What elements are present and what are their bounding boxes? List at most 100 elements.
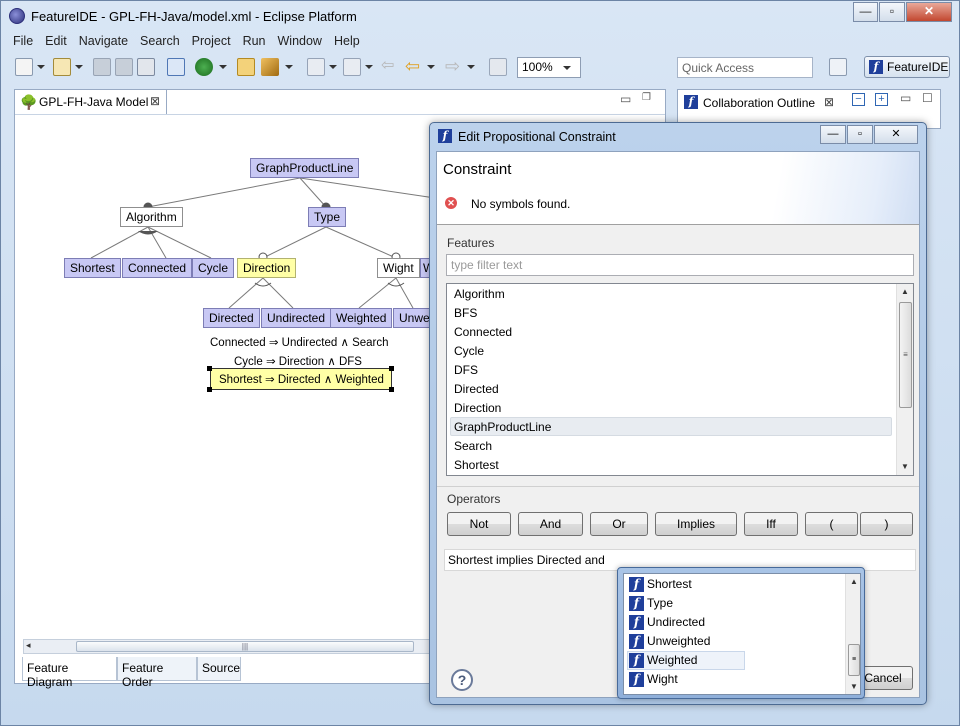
filter-input[interactable]: type filter text [446,254,914,276]
wand-icon[interactable] [261,58,279,76]
maximize-icon[interactable]: ❐ [642,92,651,103]
run-icon[interactable] [195,58,213,76]
outline-title[interactable]: Collaboration Outline [703,96,816,110]
feature-algorithm[interactable]: Algorithm [120,207,183,227]
feature-cycle[interactable]: Cycle [192,258,235,278]
zoom-combo[interactable]: 100% [517,57,581,78]
feature-root[interactable]: GraphProductLine [250,158,360,178]
save-icon[interactable] [93,58,111,76]
back-icon[interactable]: ⇦ [405,56,421,76]
scroll-left-icon[interactable]: ◂ [26,640,31,650]
dialog-maximize-button[interactable]: ▫ [847,125,873,144]
selection-handle[interactable] [207,366,212,371]
iff-button[interactable]: Iff [744,512,798,536]
feature-type[interactable]: Type [308,207,347,227]
new-icon[interactable] [15,58,33,76]
menu-edit[interactable]: Edit [45,34,67,48]
last-edit-icon[interactable]: ⇦ [381,57,395,74]
not-button[interactable]: Not [447,512,511,536]
save-all-icon[interactable] [115,58,133,76]
list-item[interactable]: Shortest [454,458,499,472]
menu-search[interactable]: Search [140,34,180,48]
feature-directed[interactable]: Directed [203,308,260,328]
feature-undirected[interactable]: Undirected [261,308,332,328]
next-annotation-icon[interactable] [307,58,325,76]
run-dropdown-icon[interactable] [219,65,227,69]
help-icon[interactable]: ? [451,669,473,691]
scroll-thumb[interactable]: ≡ [899,302,912,408]
autocomplete-scrollbar[interactable]: ▲ ≡ ▼ [845,574,860,694]
maximize-icon[interactable]: ☐ [922,91,933,105]
vertical-scrollbar[interactable]: ▲ ≡ ▼ [896,284,913,475]
list-item[interactable]: BFS [454,306,478,320]
minimize-icon[interactable]: ▭ [900,91,912,105]
open-perspective-icon[interactable] [829,58,847,76]
or-button[interactable]: Or [590,512,648,536]
close-paren-button[interactable]: ) [860,512,913,536]
next-annotation-dropdown-icon[interactable] [329,65,337,69]
prev-annotation-icon[interactable] [343,58,361,76]
prev-annotation-dropdown-icon[interactable] [365,65,373,69]
menu-help[interactable]: Help [333,34,360,48]
implies-button[interactable]: Implies [655,512,737,536]
list-item[interactable]: Connected [454,325,513,339]
perspective-button[interactable]: f FeatureIDE [864,56,950,78]
list-item[interactable]: Directed [454,382,499,396]
selection-handle[interactable] [389,387,394,392]
wand-dropdown-icon[interactable] [285,65,293,69]
feature-shortest[interactable]: Shortest [64,258,121,278]
open-file-icon[interactable] [167,58,185,76]
constraint-input[interactable]: Shortest implies Directed and [444,549,916,571]
feature-wight[interactable]: Wight [377,258,420,278]
dialog-minimize-button[interactable]: — [820,125,846,144]
feature-connected[interactable]: Connected [122,258,193,278]
scroll-thumb[interactable]: ≡ [848,644,860,676]
list-item[interactable]: Search [454,439,493,453]
menu-file[interactable]: File [13,34,34,48]
constraint-1[interactable]: Connected ⇒ Undirected ∧ Search [210,337,389,349]
constraint-2[interactable]: Cycle ⇒ Direction ∧ DFS [234,356,362,368]
minimize-button[interactable]: — [853,2,878,22]
expand-all-icon[interactable]: + [875,93,888,106]
tab-source[interactable]: Source [197,657,241,681]
selection-handle[interactable] [207,387,212,392]
maximize-button[interactable]: ▫ [879,2,905,22]
feature-unweighted[interactable]: Unwei [393,308,430,328]
menu-run[interactable]: Run [242,34,266,48]
list-item[interactable]: Direction [454,401,502,415]
new-project-dropdown-icon[interactable] [75,65,83,69]
zoom-dropdown-icon[interactable] [563,66,571,70]
open-paren-button[interactable]: ( [805,512,858,536]
feature-direction[interactable]: Direction [237,258,297,278]
constraint-3-selected[interactable]: Shortest ⇒ Directed ∧ Weighted [210,368,392,390]
list-item[interactable]: Algorithm [454,287,505,301]
feature-weighted[interactable]: Weighted [330,308,393,328]
close-icon[interactable]: ⊠ [150,94,161,108]
and-button[interactable]: And [518,512,583,536]
list-item[interactable]: Cycle [454,344,485,358]
tab-feature-order[interactable]: Feature Order [117,657,197,689]
new-dropdown-icon[interactable] [37,65,45,69]
collapse-all-icon[interactable]: − [852,93,865,106]
scroll-up-icon[interactable]: ▲ [850,577,858,586]
list-item-selected[interactable]: GraphProductLine [454,420,552,434]
menu-navigate[interactable]: Navigate [78,34,129,48]
selection-handle[interactable] [389,366,394,371]
pin-editor-icon[interactable] [489,58,507,76]
print-icon[interactable] [137,58,155,76]
scroll-up-icon[interactable]: ▲ [901,287,909,296]
scroll-thumb[interactable]: ||| [76,641,414,652]
forward-icon[interactable]: ⇨ [445,56,461,76]
new-project-icon[interactable] [53,58,71,76]
back-dropdown-icon[interactable] [427,65,435,69]
menu-window[interactable]: Window [277,34,322,48]
dialog-close-button[interactable]: ✕ [874,125,918,144]
menu-project[interactable]: Project [191,34,231,48]
tab-feature-diagram[interactable]: Feature Diagram [22,657,117,689]
close-icon[interactable]: ⊠ [824,95,835,109]
